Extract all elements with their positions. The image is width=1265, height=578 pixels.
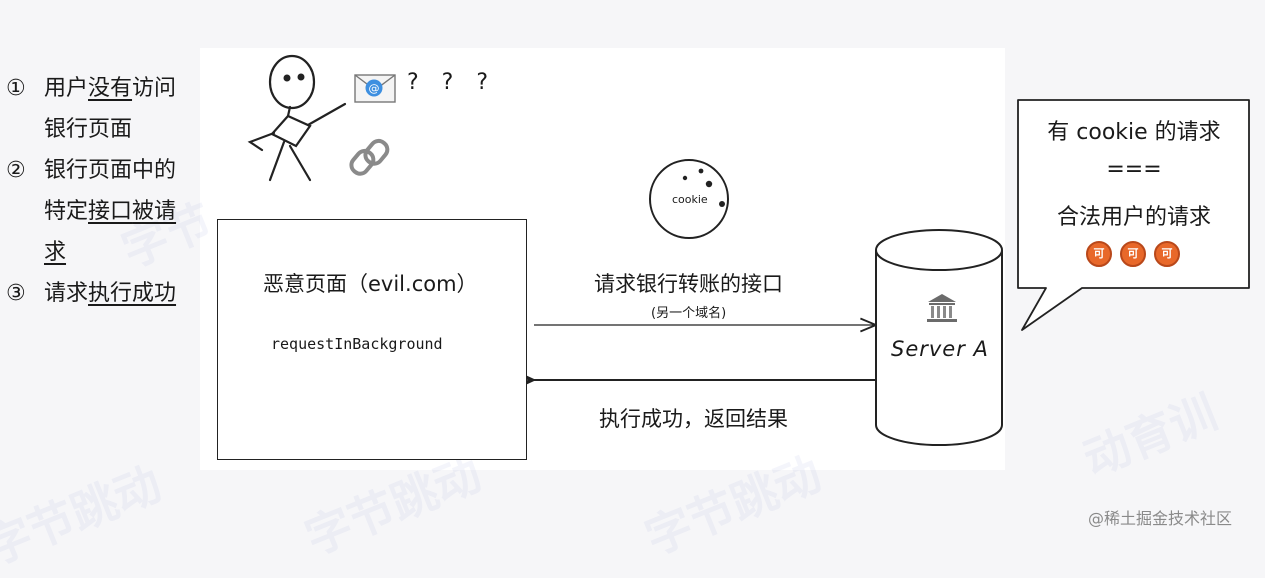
speech-bubble	[1017, 99, 1250, 331]
bank-icon	[927, 294, 957, 322]
step-1: ① 用户没有访问	[6, 68, 206, 109]
approval-badges: 可 可 可	[1086, 241, 1180, 267]
step-text: 访问	[132, 76, 177, 101]
step-text-underlined: 执行成功	[88, 281, 177, 306]
step-text-underlined: 没有	[88, 76, 133, 101]
svg-text:@: @	[369, 82, 380, 95]
step-text-underlined: 被请	[132, 199, 177, 224]
step-text-underlined: 求	[44, 240, 67, 265]
step-text: 银行页面中的	[44, 158, 177, 183]
diagram-graphics: @	[247, 54, 1250, 446]
step-text: 用户	[44, 76, 89, 101]
step-text: 特定接口被请	[6, 191, 206, 232]
bubble-line-2: ===	[1106, 157, 1162, 182]
step-text: 银行页面	[44, 117, 133, 142]
step-list: ① 用户没有访问 银行页面 ② 银行页面中的 特定接口被请 求 ③ 请求执行成功	[6, 68, 206, 314]
step-number: ①	[6, 76, 26, 101]
evil-page-box	[217, 219, 527, 460]
step-number: ②	[6, 158, 26, 183]
bubble-line-3: 合法用户的请求	[1056, 205, 1211, 230]
step-text: 特定	[44, 199, 89, 224]
question-marks: ? ? ?	[407, 70, 497, 95]
step-3: ③ 请求执行成功	[6, 273, 206, 314]
server-cylinder	[875, 229, 1003, 446]
evil-page-code: requestInBackground	[271, 335, 443, 353]
request-label: 请求银行转账的接口	[594, 272, 783, 296]
step-number: ③	[6, 281, 26, 306]
cookie-label: cookie	[672, 193, 708, 206]
link-icon	[349, 138, 390, 176]
approval-badge: 可	[1120, 241, 1146, 267]
step-2: ② 银行页面中的	[6, 150, 206, 191]
approval-badge: 可	[1086, 241, 1112, 267]
mail-icon: @	[354, 74, 396, 103]
approval-badge: 可	[1154, 241, 1180, 267]
response-label: 执行成功，返回结果	[599, 407, 788, 431]
evil-page-title: 恶意页面（evil.com）	[263, 272, 478, 296]
step-text-underlined: 接口	[88, 199, 133, 224]
stick-figure-icon	[247, 54, 347, 182]
source-credit: @稀土掘金技术社区	[1088, 509, 1233, 528]
request-sublabel: (另一个域名)	[651, 306, 727, 321]
step-text: 求	[6, 232, 206, 273]
server-label: Server A	[891, 337, 989, 361]
cookie-icon	[649, 159, 729, 239]
bubble-line-1: 有 cookie 的请求	[1047, 120, 1221, 145]
step-text: 请求	[44, 281, 89, 306]
